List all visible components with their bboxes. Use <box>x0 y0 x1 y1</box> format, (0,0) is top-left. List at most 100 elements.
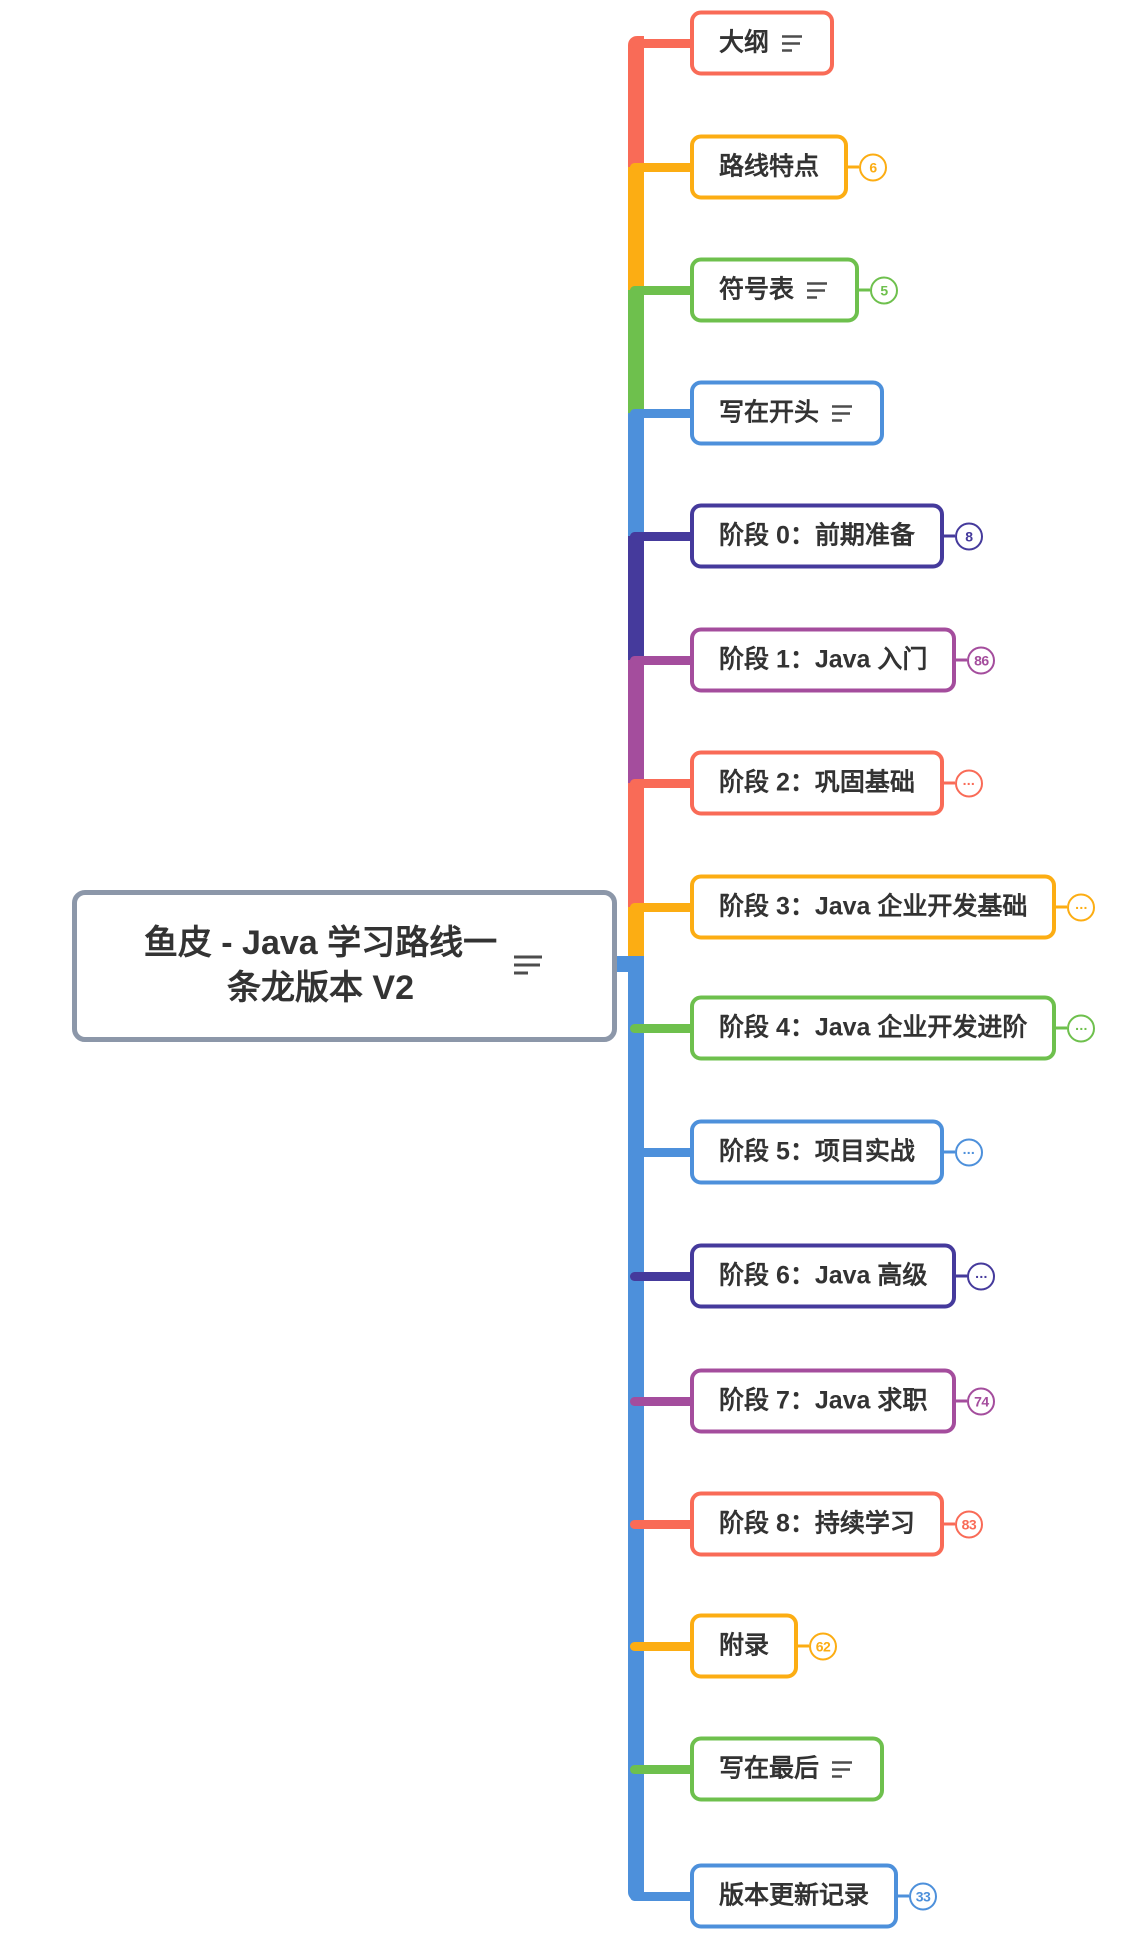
count-badge[interactable]: ··· <box>954 1138 983 1166</box>
notes-icon[interactable] <box>513 953 545 979</box>
badge-connector <box>956 658 968 662</box>
branch-row: 路线特点 6 <box>690 134 888 200</box>
topic-node[interactable]: 阶段 2：巩固基础 <box>690 750 944 816</box>
trunk-segment <box>628 956 644 1901</box>
badge-connector <box>798 1644 810 1648</box>
topic-node[interactable]: 阶段 5：项目实战 <box>690 1119 944 1185</box>
branch-row: 阶段 8：持续学习 83 <box>690 1491 983 1557</box>
connector-elbow <box>630 903 694 912</box>
count-badge[interactable]: 83 <box>954 1510 983 1538</box>
root-title-line2: 条龙版本 V2 <box>226 969 415 1007</box>
notes-icon[interactable] <box>831 403 855 423</box>
topic-node[interactable]: 写在最后 <box>690 1736 885 1802</box>
count-badge[interactable]: ··· <box>967 1262 996 1290</box>
topic-label: 符号表 <box>719 275 795 304</box>
badge-connector <box>898 1894 910 1898</box>
connector-elbow <box>630 286 694 295</box>
topic-label: 版本更新记录 <box>719 1881 870 1910</box>
trunk-segment <box>628 290 644 413</box>
connector-elbow <box>630 39 694 48</box>
topic-node[interactable]: 大纲 <box>690 10 835 76</box>
trunk-segment <box>628 167 644 290</box>
badge-connector <box>1056 1026 1068 1030</box>
count-badge[interactable]: 5 <box>870 276 899 304</box>
topic-node[interactable]: 阶段 4：Java 企业开发进阶 <box>690 995 1057 1061</box>
topic-label: 阶段 6：Java 高级 <box>719 1261 928 1290</box>
notes-icon[interactable] <box>781 33 805 53</box>
topic-node[interactable]: 阶段 8：持续学习 <box>690 1491 944 1557</box>
connector-elbow <box>630 779 694 788</box>
connector-elbow <box>630 1520 694 1529</box>
connector-elbow <box>630 163 694 172</box>
count-badge[interactable]: 86 <box>967 646 996 674</box>
badge-connector <box>943 1522 955 1526</box>
count-badge[interactable]: 33 <box>909 1882 938 1910</box>
trunk-segment <box>628 536 644 660</box>
count-badge[interactable]: 8 <box>954 522 983 550</box>
branch-row: 阶段 4：Java 企业开发进阶 ··· <box>690 995 1096 1061</box>
trunk-segment <box>628 783 644 907</box>
topic-label: 阶段 7：Java 求职 <box>719 1386 928 1415</box>
badge-connector <box>859 288 871 292</box>
branch-row: 阶段 0：前期准备 8 <box>690 503 983 569</box>
badge-connector <box>1056 905 1068 909</box>
root-title-line1: 鱼皮 - Java 学习路线一 <box>143 924 498 963</box>
topic-label: 阶段 4：Java 企业开发进阶 <box>719 1013 1028 1042</box>
badge-connector <box>943 1150 955 1154</box>
topic-node[interactable]: 阶段 6：Java 高级 <box>690 1243 957 1309</box>
topic-label: 路线特点 <box>719 152 820 181</box>
branch-row: 符号表 5 <box>690 257 899 323</box>
connector-elbow <box>630 1892 694 1901</box>
connector-elbow <box>630 1642 694 1651</box>
topic-label: 附录 <box>719 1631 770 1660</box>
trunk-segment <box>628 36 644 167</box>
topic-node[interactable]: 阶段 3：Java 企业开发基础 <box>690 874 1057 940</box>
trunk-segment <box>628 660 644 783</box>
count-badge[interactable]: ··· <box>954 769 983 797</box>
topic-label: 写在开头 <box>719 398 820 427</box>
topic-node[interactable]: 路线特点 <box>690 134 849 200</box>
root-title: 鱼皮 - Java 学习路线一 条龙版本 V2 <box>144 921 497 1011</box>
topic-node[interactable]: 阶段 7：Java 求职 <box>690 1368 957 1434</box>
branch-row: 写在最后 <box>690 1736 885 1802</box>
count-badge[interactable]: 6 <box>859 153 888 181</box>
branch-row: 大纲 <box>690 10 835 76</box>
branch-row: 阶段 7：Java 求职 74 <box>690 1368 996 1434</box>
root-node[interactable]: 鱼皮 - Java 学习路线一 条龙版本 V2 <box>72 890 617 1042</box>
topic-label: 阶段 3：Java 企业开发基础 <box>719 892 1028 921</box>
badge-connector <box>943 781 955 785</box>
connector-elbow <box>630 1272 694 1281</box>
count-badge[interactable]: 62 <box>809 1632 838 1660</box>
root-connector <box>612 956 642 972</box>
count-badge[interactable]: ··· <box>1067 1014 1096 1042</box>
topic-node[interactable]: 版本更新记录 <box>690 1863 899 1929</box>
branch-row: 阶段 3：Java 企业开发基础 ··· <box>690 874 1096 940</box>
topic-label: 阶段 8：持续学习 <box>719 1509 915 1538</box>
notes-icon[interactable] <box>831 1759 855 1779</box>
topic-label: 阶段 0：前期准备 <box>719 521 915 550</box>
topic-label: 阶段 5：项目实战 <box>719 1137 915 1166</box>
badge-connector <box>848 165 860 169</box>
branch-row: 阶段 1：Java 入门 86 <box>690 627 996 693</box>
count-badge[interactable]: ··· <box>1067 893 1096 921</box>
branch-row: 阶段 6：Java 高级 ··· <box>690 1243 996 1309</box>
badge-connector <box>943 534 955 538</box>
connector-elbow <box>630 1765 694 1774</box>
topic-label: 写在最后 <box>719 1754 820 1783</box>
topic-node[interactable]: 阶段 1：Java 入门 <box>690 627 957 693</box>
branch-row: 写在开头 <box>690 380 885 446</box>
notes-icon[interactable] <box>806 280 830 300</box>
connector-elbow <box>630 656 694 665</box>
trunk-segment <box>628 907 644 956</box>
topic-node[interactable]: 附录 <box>690 1613 799 1679</box>
topic-node[interactable]: 写在开头 <box>690 380 885 446</box>
badge-connector <box>956 1399 968 1403</box>
branch-row: 版本更新记录 33 <box>690 1863 938 1929</box>
count-badge[interactable]: 74 <box>967 1387 996 1415</box>
topic-node[interactable]: 阶段 0：前期准备 <box>690 503 944 569</box>
branch-row: 阶段 2：巩固基础 ··· <box>690 750 983 816</box>
badge-connector <box>956 1274 968 1278</box>
topic-node[interactable]: 符号表 <box>690 257 860 323</box>
branch-row: 阶段 5：项目实战 ··· <box>690 1119 983 1185</box>
